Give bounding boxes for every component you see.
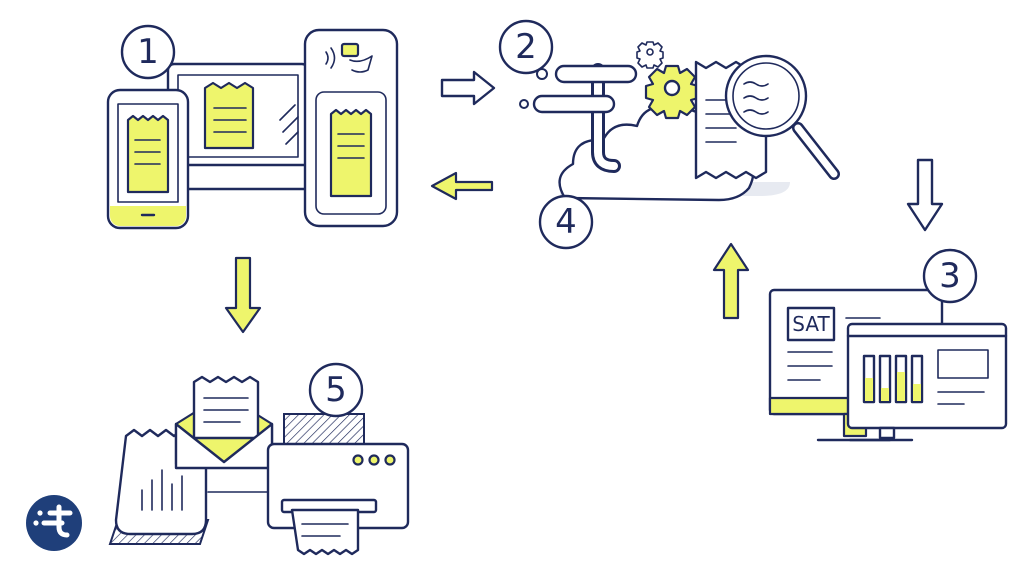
envelope-icon [174, 375, 274, 493]
arrow-up-icon [712, 242, 750, 320]
step-badge-3: 3 [922, 248, 978, 304]
brand-logo [26, 495, 82, 551]
bar-gauges [862, 354, 924, 404]
contactless-card-icon [325, 42, 373, 73]
step-3-tax-portal: SAT [768, 248, 1008, 442]
sat-label: SAT [792, 312, 830, 336]
step-number-5: 5 [325, 370, 347, 410]
step-number-3: 3 [939, 256, 961, 296]
step-number-1: 1 [137, 32, 159, 72]
step-badge-2: 2 [498, 19, 554, 75]
step-badge-5: 5 [308, 362, 364, 418]
step-badge-4: 4 [538, 194, 594, 250]
step-badge-1: 1 [120, 24, 176, 80]
smartphone-icon [106, 88, 190, 230]
step-number-4: 4 [555, 202, 577, 242]
dashboard-monitor-icon [846, 322, 1008, 442]
gear-icon [636, 41, 700, 120]
step-5-delivery: 5 [108, 362, 410, 556]
printer-icon [266, 413, 410, 556]
arrow-left-icon [430, 171, 494, 201]
arrow-down-icon [224, 256, 262, 334]
brand-t-logo-icon [519, 63, 638, 173]
payment-terminal-icon [303, 28, 399, 228]
arrow-down-white-icon [906, 158, 944, 232]
step-1-devices: 1 [106, 24, 399, 230]
step-number-2: 2 [515, 27, 537, 67]
step-2-cloud-processing: 2 4 [498, 19, 840, 250]
arrow-right-icon [440, 70, 496, 106]
magnifier-icon [724, 54, 840, 180]
